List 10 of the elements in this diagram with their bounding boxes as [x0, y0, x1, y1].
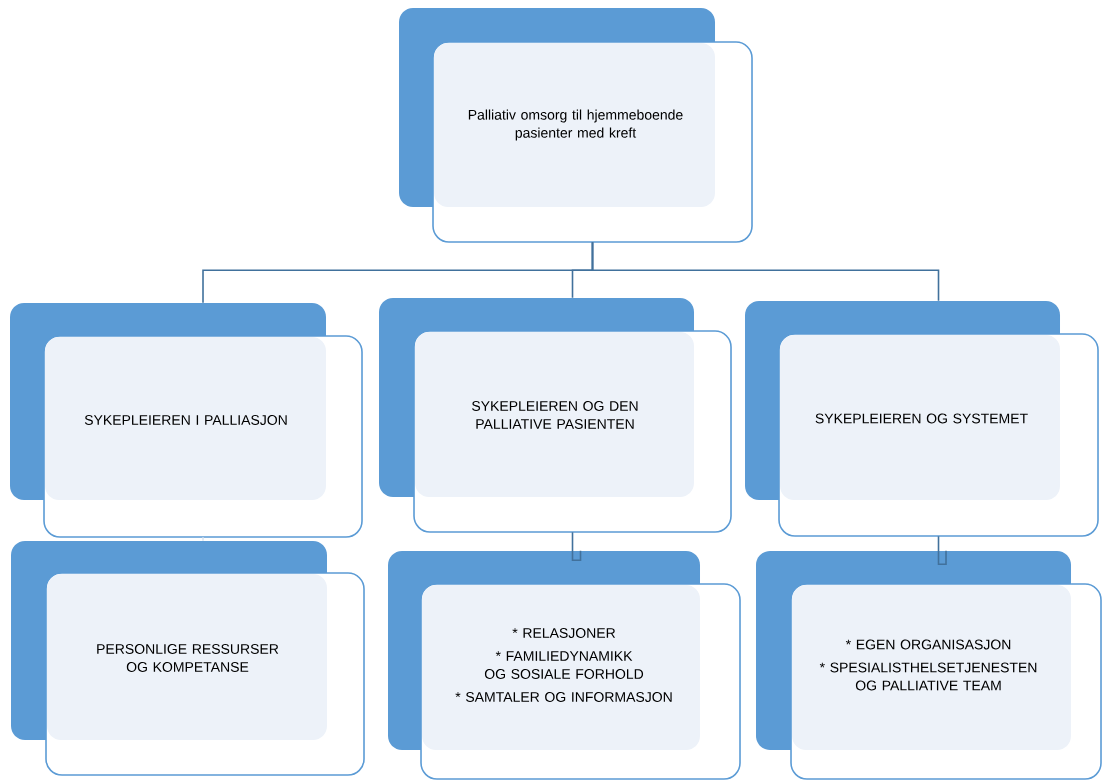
- process-box: PERSONLIGE RESSURSER OG KOMPETANSE: [11, 541, 365, 776]
- process-box: SYKEPLEIEREN OG DEN PALLIATIVE PASIENTEN: [379, 298, 732, 533]
- process-box: SYKEPLEIEREN I PALLIASJON: [10, 303, 363, 538]
- connector-line: [571, 531, 582, 561]
- process-box: * EGEN ORGANISASJON * SPESIALISTHELSETJENESTEN OG PALLIATIVE TEAM: [756, 551, 1102, 780]
- process-box: Palliativ omsorg til hjemmeboende pasienter med kreft: [399, 8, 753, 243]
- process-box: * RELASJONER * FAMILIEDYNAMIKK OG SOSIALE FORHOLD * SAMTALER OG INFORMASJON: [388, 551, 741, 780]
- connector-line: [937, 535, 947, 565]
- connector-line: [591, 241, 940, 302]
- process-box: SYKEPLEIEREN OG SYSTEMET: [745, 301, 1099, 537]
